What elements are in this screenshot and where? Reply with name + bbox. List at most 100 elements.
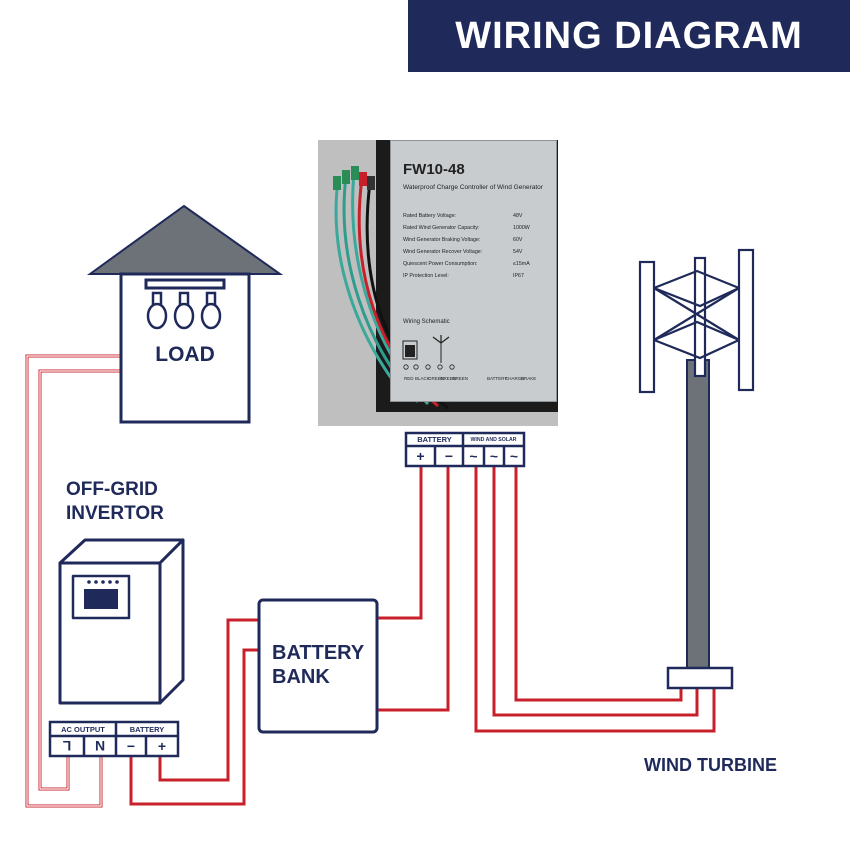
- schematic-wire-label: GREEN: [428, 376, 445, 381]
- turbine-base: [666, 666, 734, 690]
- inverter-label-line1: OFF-GRID: [66, 479, 158, 500]
- lightbulb-icon: [173, 291, 195, 330]
- spec-value: 60V: [513, 237, 523, 243]
- load-label: LOAD: [155, 343, 215, 366]
- controller-terminal-block: [404, 431, 526, 468]
- wire-ferrules: [333, 166, 375, 190]
- turbine-arm: [653, 269, 740, 290]
- terminal-l: L: [62, 738, 72, 754]
- bulb-glass: [146, 302, 168, 330]
- spec-value: 1000W: [513, 225, 530, 231]
- spec-value: IP67: [513, 273, 524, 279]
- terminal-wind-phase-3: ~: [509, 448, 519, 464]
- wind-turbine-label: WIND TURBINE: [644, 755, 777, 775]
- terminal-wind-phase-2: ~: [489, 448, 499, 464]
- controller-model: FW10-48: [403, 161, 465, 178]
- wire-inverter-neg: [129, 648, 259, 806]
- turbine-arm: [653, 338, 740, 360]
- turbine-pole: [686, 359, 710, 671]
- wire-highlight: [26, 355, 121, 807]
- inverter-led: [101, 580, 105, 584]
- wire-ferrule: [367, 176, 375, 190]
- inverter-box: [58, 538, 185, 705]
- inverter-side: [158, 538, 185, 705]
- terminal-wind-phase-1: ~: [469, 448, 478, 464]
- wind-turbine: [638, 248, 755, 690]
- inverter-ac-output-header: AC OUTPUT: [61, 724, 105, 734]
- wire-ferrule: [342, 170, 350, 184]
- schematic-wire-label: GREEN: [440, 376, 457, 381]
- schematic-bottom-label: BATTERY: [487, 376, 508, 381]
- wire-controller-neg: [377, 466, 450, 712]
- house-roof: [86, 204, 284, 275]
- page-title: WIRING DIAGRAM: [455, 14, 803, 57]
- spec-name: Rated Wind Generator Capacity:: [403, 225, 480, 231]
- lightbulb-icon: [200, 291, 222, 330]
- turbine-rotor: [638, 248, 755, 394]
- inverter-led: [87, 580, 91, 584]
- spec-name: Wind Generator Recover Voltage:: [403, 249, 483, 255]
- wiring-schematic-label: Wiring Schematic: [403, 319, 450, 325]
- controller-label-plate: FW10-48 Waterproof Charge Controller of …: [390, 140, 557, 402]
- turbine-arm: [653, 286, 740, 308]
- wire-ferrule: [359, 172, 367, 186]
- terminal-n: N: [94, 738, 106, 754]
- inverter-led: [94, 580, 98, 584]
- wire-ferrule: [333, 176, 341, 190]
- lightbulb-icon: [146, 291, 168, 330]
- schematic-terminal: [449, 364, 455, 370]
- schematic-wire-label: GREEN: [452, 376, 469, 381]
- wire-highlights: [26, 355, 121, 807]
- terminal-controller-positive: +: [416, 448, 425, 464]
- turbine-arm: [653, 320, 740, 342]
- wire-wind-phase-2: [492, 466, 699, 717]
- inverter-terminal-block: [48, 720, 180, 758]
- battery-bank-box: [257, 598, 379, 734]
- inverter-label-line2: INVERTOR: [66, 503, 164, 524]
- wire-inverter-pos: [158, 618, 259, 782]
- terminal-inverter-negative: −: [126, 738, 136, 754]
- schematic-terminal: [437, 364, 443, 370]
- inverter-battery-header: BATTERY: [129, 724, 165, 734]
- battery-bank-label-line1: BATTERY: [272, 642, 365, 664]
- spec-value: ≤15mA: [513, 261, 530, 267]
- turbine-blade: [638, 260, 656, 394]
- schematic-bottom-label: BRAKE: [521, 376, 537, 381]
- schematic-wire-label: RED: [404, 376, 414, 381]
- load-house: [86, 204, 284, 424]
- turbine-arm: [653, 287, 740, 341]
- wire-wind-phase-3: [514, 466, 683, 702]
- schematic-battery: [402, 340, 418, 360]
- schematic-wire-label: BLACK: [415, 376, 430, 381]
- wire-highlight: [39, 370, 121, 790]
- wire-ferrule: [351, 166, 359, 180]
- terminal-inverter-positive: +: [157, 738, 167, 754]
- spec-value: 48V: [513, 213, 523, 219]
- schematic-terminal: [403, 364, 409, 370]
- inverter-terminal-frame: [48, 720, 180, 758]
- battery-bank-label-line2: BANK: [272, 666, 330, 688]
- spec-value: 54V: [513, 249, 523, 255]
- spec-name: Rated Battery Voltage:: [403, 213, 457, 219]
- schematic-turbine-blades: [432, 335, 450, 344]
- spec-name: Wind Generator Braking Voltage:: [403, 237, 481, 243]
- bulb-glass: [173, 302, 195, 330]
- terminal-controller-negative: −: [444, 448, 454, 464]
- controller-subtitle: Waterproof Charge Controller of Wind Gen…: [403, 184, 543, 191]
- schematic-terminal: [413, 364, 419, 370]
- controller-battery-header: BATTERY: [417, 435, 452, 444]
- lamp-bar: [144, 278, 226, 290]
- inverter-screen: [84, 589, 118, 609]
- turbine-blade: [737, 248, 755, 392]
- schematic-bottom-label: CHARGE: [505, 376, 525, 381]
- spec-name: IP Protection Level:: [403, 273, 449, 279]
- controller-wind-solar-header: WIND AND SOLAR: [470, 436, 517, 443]
- spec-name: Quiescent Power Consumption:: [403, 261, 478, 267]
- title-banner: [408, 0, 850, 72]
- schematic-terminal: [425, 364, 431, 370]
- schematic-battery-fill: [405, 345, 415, 357]
- bulb-glass: [200, 302, 222, 330]
- wire-controller-pos: [377, 466, 423, 620]
